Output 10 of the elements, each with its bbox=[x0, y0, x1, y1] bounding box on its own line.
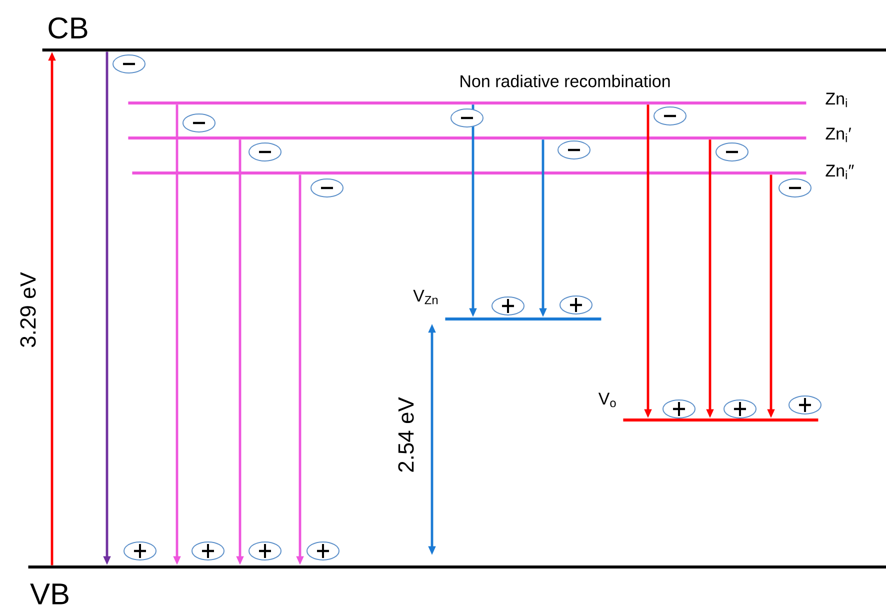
edge-label: 2.54 eV bbox=[398, 397, 414, 472]
level-label: V$_{Zn}$ bbox=[413, 290, 438, 304]
level-label: Zn$_{i}$″ bbox=[826, 164, 854, 180]
level-label: VB bbox=[30, 584, 68, 604]
level-label: CB bbox=[48, 17, 88, 39]
annotation-text: Non radiative recombination bbox=[460, 74, 670, 88]
level-label: Zn$_{i}$′ bbox=[826, 128, 852, 142]
level-label: V$_{o}$ bbox=[598, 392, 616, 408]
edge-label: 3.29 eV bbox=[20, 272, 36, 348]
level-label: Zn$_{i}$ bbox=[826, 92, 847, 108]
